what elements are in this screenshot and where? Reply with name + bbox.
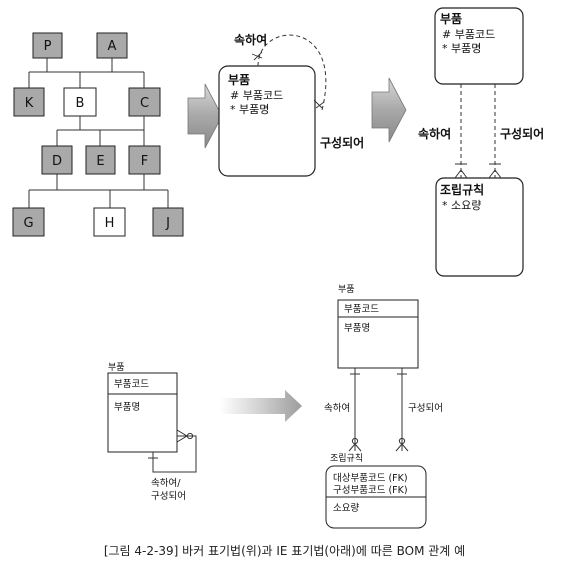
ie-entity-label: 부품 <box>338 284 355 295</box>
ie-two-entity: 부품 부품코드 부품명 속하여 구성되어 조립규칙 대상부품코드 (FK) 구성… <box>324 284 443 529</box>
barker-crowfoot-mark <box>454 163 502 179</box>
tree-node-h: H <box>93 207 126 237</box>
tree-node-label: E <box>96 154 104 169</box>
ie-entity-part <box>337 299 419 369</box>
ie-rel-label: 구성되어 <box>408 403 443 414</box>
tree-node-label: H <box>105 216 115 231</box>
ie-recursive: 부품 부품코드 부품명 속하여/ 구성되어 <box>107 362 197 502</box>
ie-key-attribute: 구성부품코드 (FK) <box>333 485 408 496</box>
ie-key-attribute: 부품코드 <box>114 379 149 390</box>
barker-rel-label: 속하여 <box>418 126 451 141</box>
ie-rel-label: 속하여/ <box>151 477 181 489</box>
tree-node-g: G <box>12 207 45 237</box>
barker-attribute: * 부품명 <box>442 42 481 55</box>
tree-node-p: P <box>32 32 63 59</box>
ie-attribute: 소요량 <box>333 502 359 514</box>
transform-arrow-2 <box>371 77 407 143</box>
barker-rel-label: 구성되어 <box>500 126 544 141</box>
barker-entity-title: 부품 <box>228 73 250 87</box>
barker-attribute: * 소요량 <box>442 199 481 212</box>
ie-entity-label: 부품 <box>108 362 125 373</box>
tree-node-label: K <box>25 96 34 111</box>
figure-caption: [그림 4-2-39] 바커 표기법(위)과 IE 표기법(아래)에 따른 BO… <box>103 544 466 558</box>
tree-node-label: G <box>23 216 33 231</box>
tree-node-e: E <box>85 145 116 175</box>
barker-entity-assembly-rule <box>435 177 524 277</box>
barker-attribute: # 부품코드 <box>230 89 283 102</box>
tree-node-label: D <box>52 154 62 169</box>
barker-rel-label: 구성되어 <box>320 135 364 150</box>
ie-entity-part <box>107 372 178 453</box>
ie-key-attribute: 대상부품코드 (FK) <box>333 473 408 484</box>
ie-rel-label: 속하여 <box>324 402 350 414</box>
transform-arrow-3 <box>220 390 302 422</box>
ie-key-attribute: 부품코드 <box>344 304 379 315</box>
barker-crowfoot-mark <box>313 99 325 109</box>
tree-node-d: D <box>41 145 73 175</box>
tree-node-j: J <box>152 207 184 237</box>
ie-entity-label: 조립규칙 <box>330 453 363 464</box>
hierarchy-tree <box>28 58 169 208</box>
barker-entity-part <box>218 65 316 177</box>
ie-crowfoot-mark <box>148 429 194 459</box>
tree-node-a: A <box>96 32 128 59</box>
ie-rel-label: 구성되어 <box>151 491 186 502</box>
tree-node-f: F <box>128 145 161 175</box>
tree-nodes: P A K B C D E F <box>12 32 184 237</box>
barker-entity-title: 부품 <box>440 12 462 26</box>
tree-node-label: P <box>44 39 52 54</box>
ie-crowfoot-mark <box>348 373 409 452</box>
barker-crowfoot-mark <box>251 51 263 61</box>
barker-two-entity: 부품 # 부품코드 * 부품명 조립규칙 * 소요량 속하여 구성되어 <box>418 7 544 277</box>
tree-node-b: B <box>63 87 97 117</box>
tree-node-label: B <box>76 96 85 111</box>
tree-node-label: C <box>140 96 149 111</box>
barker-entity-part <box>434 7 524 85</box>
ie-attribute: 부품명 <box>344 323 370 334</box>
tree-node-label: A <box>108 39 117 54</box>
barker-attribute: # 부품코드 <box>442 28 495 41</box>
barker-attribute: * 부품명 <box>230 103 269 116</box>
ie-attribute: 부품명 <box>114 402 140 413</box>
barker-rel-label: 속하여 <box>234 32 267 47</box>
tree-node-c: C <box>128 87 161 117</box>
barker-recursive: 부품 # 부품코드 * 부품명 속하여 구성되어 <box>218 32 364 177</box>
tree-node-label: F <box>141 154 148 169</box>
barker-entity-title: 조립규칙 <box>440 182 484 197</box>
tree-node-k: K <box>13 87 45 117</box>
ie-recursive-relationship <box>152 435 197 473</box>
barker-recursive-relationship <box>257 34 327 111</box>
tree-node-label: J <box>165 216 170 231</box>
transform-arrow-1 <box>187 83 223 149</box>
